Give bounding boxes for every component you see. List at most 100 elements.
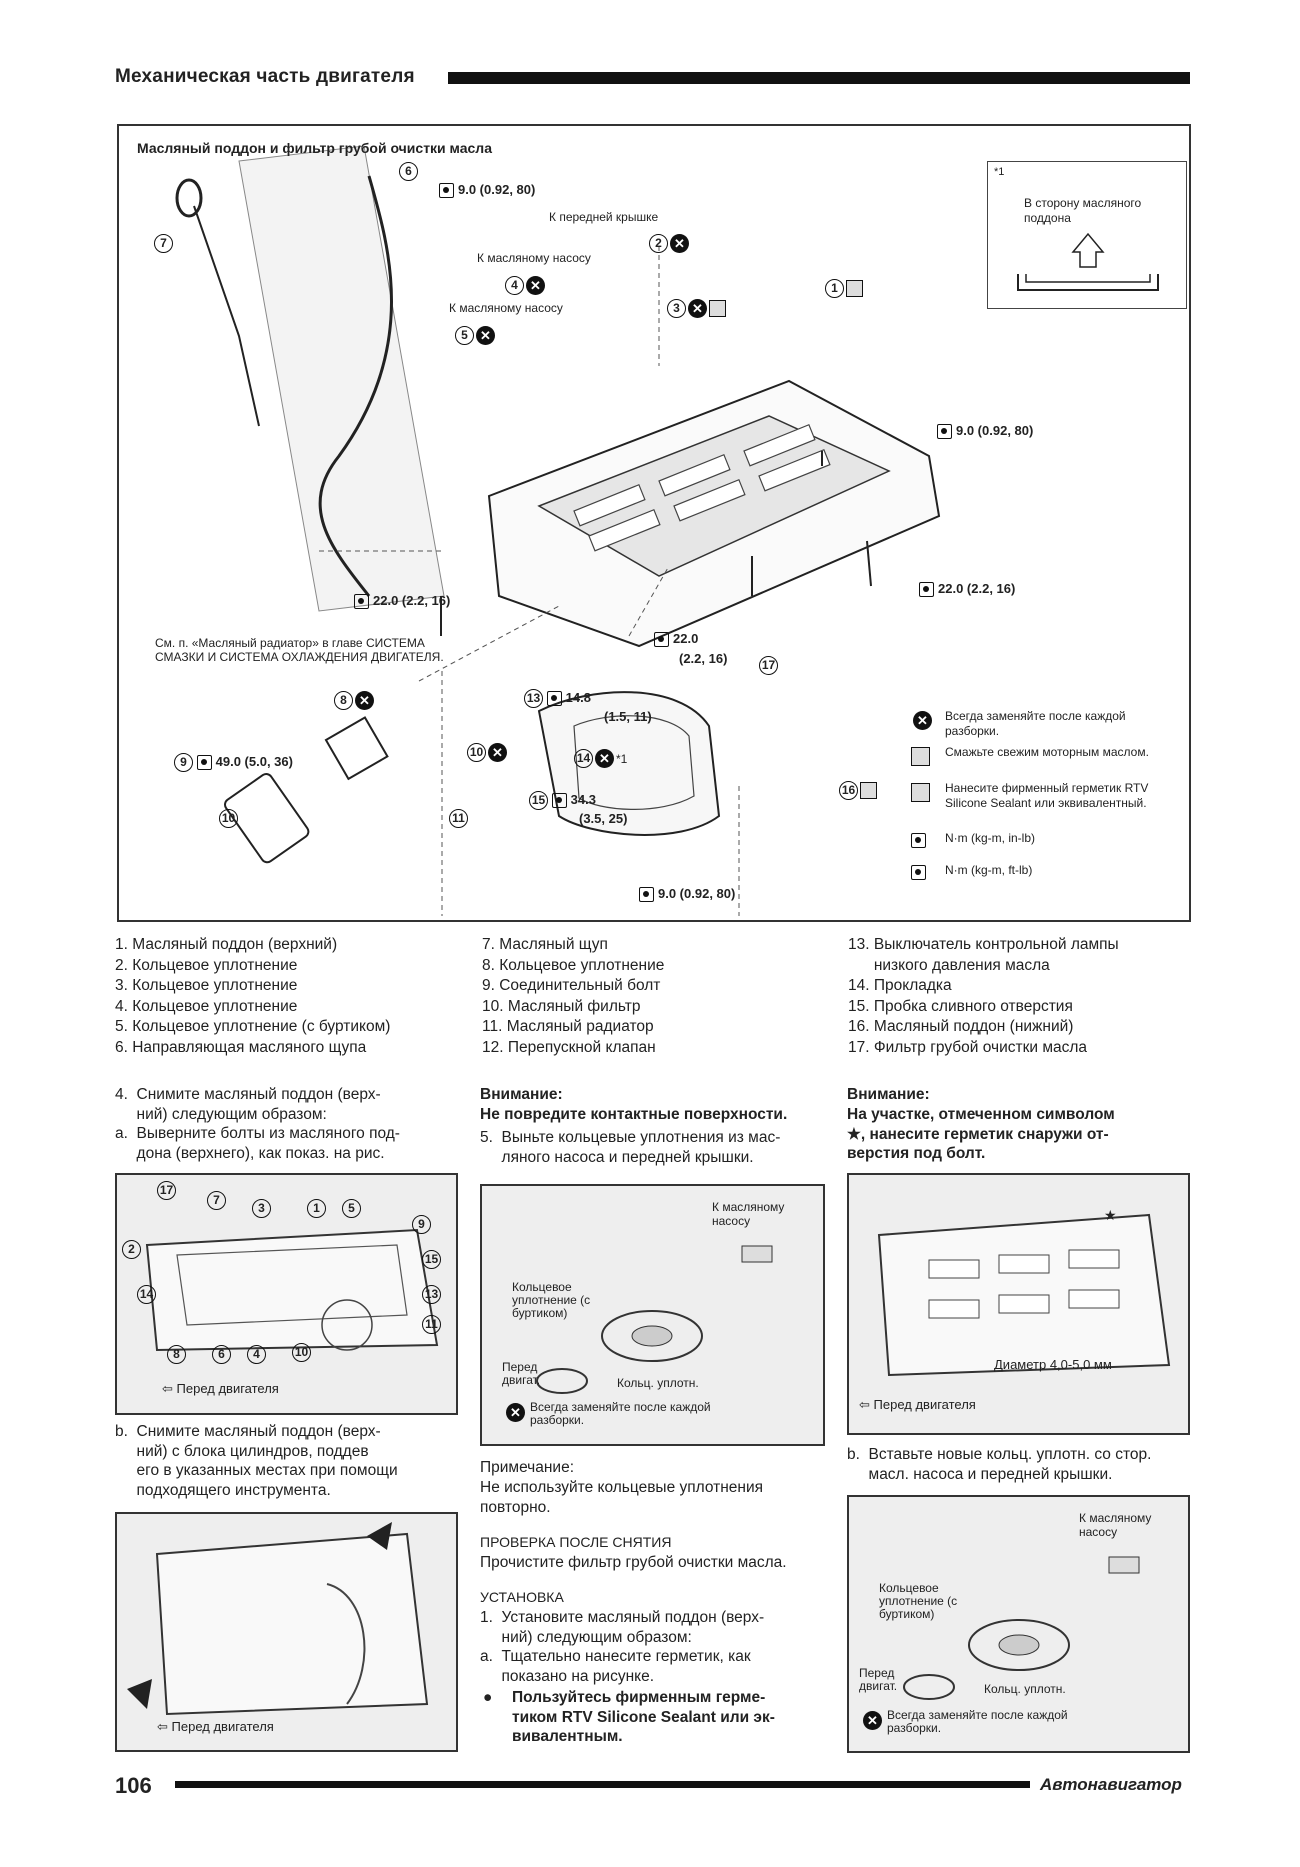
fig-label-pump: К масляному насосу	[712, 1200, 785, 1228]
fig-label-front: Перед двигат.	[859, 1666, 898, 1693]
mid-warning-text: Не повредите контактные поверхности.	[480, 1106, 788, 1123]
callout-1: 1	[825, 279, 863, 298]
replace-x-icon: ✕	[355, 691, 374, 710]
torque-spec: 9.0 (0.92, 80)	[937, 423, 1033, 440]
label-oil-pump-1: К масляному насосу	[477, 251, 591, 265]
publisher-brand: Автонавигатор	[1040, 1775, 1182, 1794]
sealant-icon	[860, 782, 877, 799]
bolt-order-drawing	[145, 1228, 439, 1352]
legend-row: N·m (kg-m, ft-lb)	[911, 863, 1181, 893]
page-number: 106	[115, 1773, 152, 1798]
part-item: 13. Выключатель контрольной лампы	[848, 936, 1119, 953]
callout-8: 8✕	[334, 691, 374, 710]
fig-label-pump: К масляному насосу	[1079, 1511, 1152, 1539]
part-item: 1. Масляный поддон (верхний)	[115, 936, 338, 953]
torque-spec-sub: (3.5, 25)	[579, 811, 628, 826]
photo-sealant-bead: ★ Диаметр 4,0-5,0 мм ⇦ Перед двигателя	[847, 1173, 1190, 1435]
right-warning-text: На участке, отмеченном символом★, нанеси…	[847, 1106, 1115, 1162]
replace-x-icon: ✕	[488, 743, 507, 762]
torque-spec: 22.0 (2.2, 16)	[919, 581, 1015, 598]
parts-list-col2: 7. Масляный щуп 8. Кольцевое уплотнение …	[482, 935, 664, 1058]
fig1-num: 1	[307, 1199, 326, 1218]
part-item: 9. Соединительный болт	[482, 977, 661, 994]
fig1-num: 15	[422, 1250, 441, 1269]
photo-bolt-order: ⇦ Перед двигателя 17 7 3 1 5 9 15 13 11 …	[115, 1173, 458, 1415]
fig1-num: 7	[207, 1191, 226, 1210]
fig-label-replace: ✕Всегда заменяйте после каждой разборки.	[861, 1709, 1087, 1735]
callout-3: 3✕	[667, 299, 726, 318]
parts-list-col3: 13. Выключатель контрольной лампы низког…	[848, 935, 1119, 1058]
fig-label-replace: ✕Всегда заменяйте после каждой разборки.	[504, 1401, 730, 1427]
torque-spec-sub: (2.2, 16)	[679, 651, 728, 666]
mid-check-text: Прочистите фильтр грубой очистки масла.	[480, 1554, 787, 1571]
detail-inset: *1 В сторону масляного поддона	[987, 161, 1187, 309]
up-arrow-icon	[1017, 232, 1159, 291]
part-item: 16. Масляный поддон (нижний)	[848, 1018, 1074, 1035]
section-title: Механическая часть двигателя	[115, 66, 415, 87]
inset-star: *1	[994, 166, 1005, 178]
part-item: 2. Кольцевое уплотнение	[115, 956, 298, 974]
callout-10: 10✕	[467, 743, 507, 762]
photo-pry-points: ⇦ Перед двигателя	[115, 1512, 458, 1752]
torque-nm-inlb-icon	[911, 833, 926, 848]
callout-17: 17	[759, 656, 778, 675]
part-item: 6. Направляющая масляного щупа	[115, 1038, 367, 1056]
sealant-icon	[911, 783, 930, 802]
replace-x-icon: ✕	[670, 234, 689, 253]
fig-label-front: Перед двигат.	[502, 1360, 541, 1387]
torque-icon	[937, 424, 952, 440]
legend-row: Нанесите фирменный герметик RTV Silicone…	[911, 781, 1181, 829]
fig-label-oring: Кольц. уплотн.	[617, 1376, 699, 1390]
fig1-num: 13	[422, 1285, 441, 1304]
replace-x-icon: ✕	[526, 276, 545, 295]
replace-x-icon: ✕	[688, 299, 707, 318]
photo-new-o-rings: К масляному насосу Кольцевое уплотнение …	[847, 1495, 1190, 1753]
part-item: 8. Кольцевое уплотнение	[482, 956, 665, 974]
new-o-rings-drawing	[903, 1556, 1140, 1700]
fig-label-oring-collar: Кольцевое уплотнение (с буртиком)	[512, 1280, 591, 1320]
callout-2: 2✕	[649, 234, 689, 253]
part-item: низкого давления масла	[848, 956, 1050, 974]
torque-icon	[354, 594, 369, 610]
right-warning-title: Внимание:	[847, 1086, 930, 1103]
torque-spec: 22.0	[654, 631, 698, 648]
inset-text: В сторону масляного поддона	[1024, 196, 1142, 225]
callout-11: 11	[449, 809, 468, 828]
torque-icon	[196, 755, 212, 770]
fig1-num: 11	[422, 1315, 441, 1334]
torque-spec: 13 14.8	[524, 689, 591, 708]
callout-16: 16	[839, 781, 877, 800]
parts-list-col1: 1. Масляный поддон (верхний) 2. Кольцево…	[115, 935, 390, 1058]
part-item: 3. Кольцевое уплотнение	[115, 977, 298, 994]
diagram-title: Масляный поддон и фильтр грубой очистки …	[137, 140, 492, 156]
callout-4: 4✕	[505, 276, 545, 295]
sealant-icon	[846, 280, 863, 297]
part-item: 5. Кольцевое уплотнение (с буртиком)	[115, 1018, 391, 1035]
fig-label-oring-collar: Кольцевое уплотнение (с буртиком)	[879, 1581, 958, 1621]
fig1-num: 4	[247, 1345, 266, 1364]
part-item: 11. Масляный радиатор	[482, 1018, 654, 1035]
torque-spec: 9.0 (0.92, 80)	[439, 182, 535, 199]
torque-icon	[639, 887, 654, 903]
callout-6: 6	[399, 162, 418, 181]
symbol-legend: ✕Всегда заменяйте после каждой разборки.…	[911, 709, 1181, 895]
fig1-num: 8	[167, 1345, 186, 1364]
torque-icon	[551, 793, 567, 808]
torque-spec: 15 34.3	[529, 791, 596, 810]
header-rule	[448, 72, 1190, 84]
torque-spec: 9 49.0 (5.0, 36)	[174, 753, 293, 772]
fig1-num: 10	[292, 1343, 311, 1362]
mid-install-title: УСТАНОВКА	[480, 1589, 564, 1605]
part-item: 14. Прокладка	[848, 977, 952, 994]
fig-front: ⇦ Перед двигателя	[859, 1397, 976, 1412]
replace-x-icon: ✕	[476, 326, 495, 345]
mid-bullet: ●Пользуйтесь фирменным герме-тиком RTV S…	[483, 1689, 775, 1745]
mid-install-steps: 1. Установите масляный поддон (верх- ний…	[480, 1609, 765, 1685]
fig-label-oring: Кольц. уплотн.	[984, 1682, 1066, 1696]
exploded-diagram: Масляный поддон и фильтр грубой очистки …	[117, 124, 1191, 922]
footer-rule	[175, 1781, 1030, 1788]
part-item: 17. Фильтр грубой очистки масла	[848, 1038, 1088, 1056]
callout-10b: 10	[219, 809, 238, 828]
label-oil-pump-2: К масляному насосу	[449, 301, 563, 315]
mid-check-title: ПРОВЕРКА ПОСЛЕ СНЯТИЯ	[480, 1534, 672, 1550]
